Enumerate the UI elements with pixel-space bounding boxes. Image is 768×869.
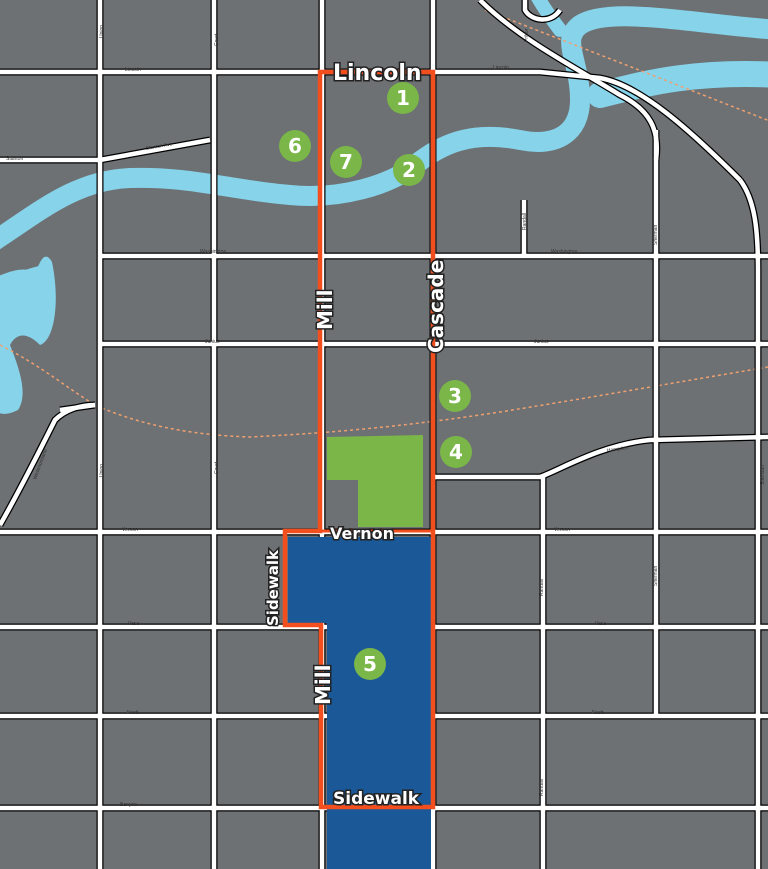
road-union-spur[interactable]	[59, 402, 96, 413]
railway-line-north	[484, 9, 768, 122]
lake-west	[0, 256, 56, 414]
street-label-alcott-west: Alcott	[126, 710, 139, 716]
street-label-vernon-east: Vernon	[554, 527, 570, 533]
marker-2-label: 2	[402, 158, 416, 182]
route-label-vernon: Vernon	[330, 524, 394, 543]
river-channel	[0, 6, 768, 250]
street-label-lincoln-west: Lincoln	[125, 67, 141, 73]
street-label-sheridan: Sheridan	[760, 465, 766, 485]
lake-west-channel	[0, 266, 49, 301]
street-label-court-south: Court	[214, 461, 220, 474]
park[interactable]	[327, 435, 423, 527]
street-label-washington-west: Washington	[200, 249, 226, 255]
route-line[interactable]	[282, 69, 436, 810]
street-label-randall-north: Randall	[522, 213, 528, 230]
marker-4-label: 4	[449, 440, 463, 464]
street-label-vernon-west: Vernon	[122, 527, 138, 533]
marker-1-label: 1	[396, 86, 410, 110]
road-east-curve[interactable]	[738, 178, 761, 869]
route-label-sidewalk-south: Sidewalk	[333, 789, 420, 809]
district-area[interactable]	[288, 537, 431, 869]
river	[0, 0, 768, 414]
river-branch-north	[531, 0, 567, 37]
route-label-sidewalk-west: Sidewalk	[264, 549, 282, 626]
street-label-banyon: Banyon	[120, 802, 137, 808]
road-lincoln[interactable]	[0, 69, 742, 182]
railway	[0, 9, 768, 438]
street-label-junius-west: Junius	[205, 339, 220, 345]
street-label-court-north: Court	[214, 33, 220, 46]
marker-2[interactable]: 2	[393, 154, 425, 186]
street-label-pribor: Pribor	[524, 28, 530, 42]
route-label-mill-north: Mill	[313, 290, 337, 330]
road-north-curve[interactable]	[478, 0, 660, 161]
street-label-stanton-ave: Stanton Ave	[145, 141, 173, 152]
street-label-randall-south: Randall	[539, 779, 545, 796]
street-label-hampden: Hampden	[606, 445, 629, 454]
street-label-alcott-east: Alcott	[591, 710, 604, 716]
marker-7[interactable]: 7	[330, 146, 362, 178]
marker-6[interactable]: 6	[279, 130, 311, 162]
markers[interactable]: 1 2 3 4 5 6 7	[279, 82, 472, 680]
road-hampden[interactable]	[433, 434, 768, 480]
street-label-washington-east: Washington	[551, 249, 577, 255]
route-label-mill-south: Mill	[311, 665, 335, 705]
road-pribor[interactable]	[522, 0, 562, 22]
street-label-sherman-north: Sherman	[653, 224, 659, 245]
route-labels: Lincoln Mill Cascade Vernon Sidewalk Mil…	[263, 60, 450, 811]
street-labels: Lincoln Lincoln Stanton Stanton Ave Wash…	[6, 25, 766, 808]
marker-5[interactable]: 5	[354, 648, 386, 680]
street-label-randall-mid: Randall	[539, 579, 545, 596]
street-label-vasa-east: Vasa	[595, 621, 606, 627]
street-label-union-south: Union	[99, 464, 105, 477]
marker-3-label: 3	[448, 384, 462, 408]
street-label-lincoln-east: Lincoln	[493, 65, 509, 71]
marker-7-label: 7	[339, 150, 353, 174]
marker-1[interactable]: 1	[387, 82, 419, 114]
street-label-sherman-south: Sherman	[653, 565, 659, 586]
marker-5-label: 5	[363, 652, 377, 676]
route-label-cascade: Cascade	[424, 260, 448, 353]
marker-4[interactable]: 4	[440, 436, 472, 468]
street-label-junius-east: Junius	[534, 339, 549, 345]
marker-6-label: 6	[288, 134, 302, 158]
marker-3[interactable]: 3	[439, 380, 471, 412]
route-label-lincoln: Lincoln	[333, 61, 422, 86]
street-label-vasa-west: Vasa	[128, 621, 139, 627]
street-label-union-north: Union	[99, 25, 105, 38]
railway-line-south	[0, 344, 768, 438]
street-label-stanton: Stanton	[6, 156, 23, 162]
